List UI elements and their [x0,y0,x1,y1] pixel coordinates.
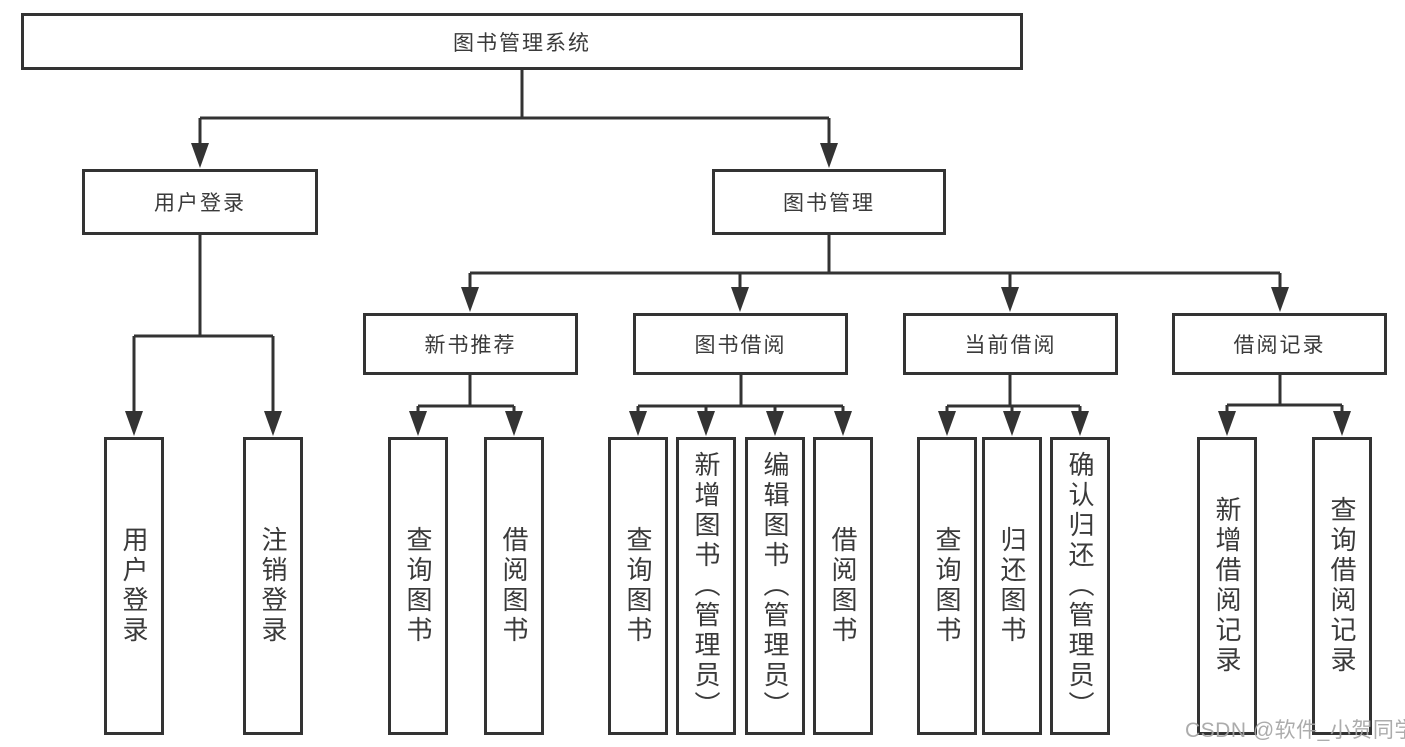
leaf-user-login: 用户登录 [104,437,164,735]
leaf-return-books-label: 归还图书 [997,526,1027,646]
leaf-confirm-return-admin: 确认归还（管理员） [1050,437,1110,735]
node-borrow-records-label: 借阅记录 [1233,334,1326,357]
leaf-add-books-admin: 新增图书（管理员） [676,437,736,735]
leaf-query-books-recommend-label: 查询图书 [403,526,433,646]
leaf-query-books-current-label: 查询图书 [932,526,962,646]
arrowheads [125,143,1351,436]
leaf-logout: 注销登录 [243,437,303,735]
leaf-return-books: 归还图书 [982,437,1042,735]
leaf-logout-label: 注销登录 [258,526,288,646]
leaf-add-books-admin-label: 新增图书（管理员） [691,451,721,721]
node-root-library-system: 图书管理系统 [21,13,1023,70]
node-root-label: 图书管理系统 [453,31,591,55]
leaf-query-books-recommend: 查询图书 [388,437,448,735]
leaf-query-books-borrow: 查询图书 [608,437,668,735]
leaf-query-books-current: 查询图书 [917,437,977,735]
leaf-confirm-return-admin-label: 确认归还（管理员） [1065,451,1095,721]
node-new-book-recommend-label: 新书推荐 [424,334,517,357]
leaf-borrow-books: 借阅图书 [813,437,873,735]
leaf-edit-books-admin: 编辑图书（管理员） [745,437,805,735]
leaf-query-borrow-record-label: 查询借阅记录 [1327,496,1357,676]
leaf-borrow-books-recommend-label: 借阅图书 [499,526,529,646]
node-current-borrow: 当前借阅 [903,313,1118,375]
leaf-add-borrow-record-label: 新增借阅记录 [1212,496,1242,676]
leaf-borrow-books-label: 借阅图书 [828,526,858,646]
node-book-borrow: 图书借阅 [633,313,848,375]
leaf-add-borrow-record: 新增借阅记录 [1197,437,1257,735]
csdn-watermark: CSDN @软件_小贺同学 [1185,719,1405,742]
node-book-management: 图书管理 [712,169,946,235]
node-current-borrow-label: 当前借阅 [964,334,1057,357]
leaf-query-books-borrow-label: 查询图书 [623,526,653,646]
node-new-book-recommend: 新书推荐 [363,313,578,375]
leaf-borrow-books-recommend: 借阅图书 [484,437,544,735]
node-user-login: 用户登录 [82,169,318,235]
node-book-management-label: 图书管理 [783,192,875,215]
node-user-login-label: 用户登录 [154,192,246,215]
node-book-borrow-label: 图书借阅 [694,334,787,357]
leaf-user-login-label: 用户登录 [119,526,149,646]
leaf-query-borrow-record: 查询借阅记录 [1312,437,1372,735]
node-borrow-records: 借阅记录 [1172,313,1387,375]
leaf-edit-books-admin-label: 编辑图书（管理员） [760,451,790,721]
